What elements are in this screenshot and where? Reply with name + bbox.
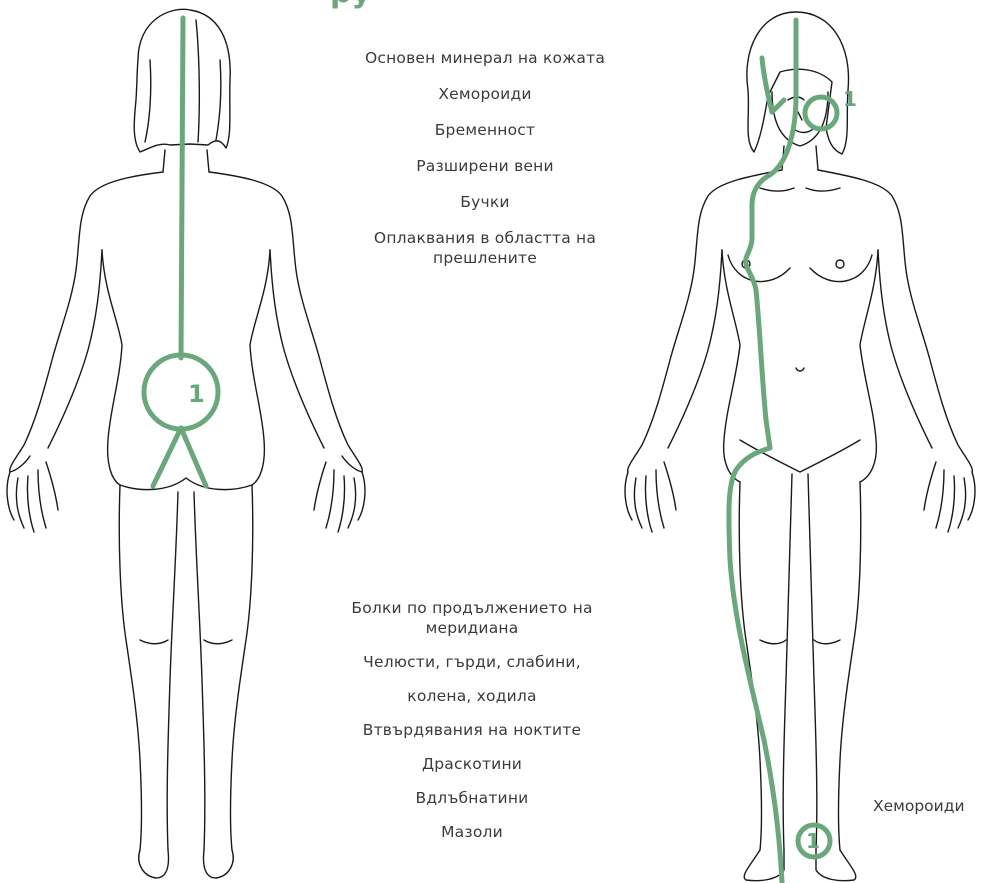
bottom-symptom-list: Болки по продължението на меридиана Челю… — [322, 598, 622, 856]
face-marker-label: 1 — [843, 87, 857, 111]
list-item: Мазоли — [322, 822, 622, 856]
list-item: Челюсти, гърди, слабини, — [322, 652, 622, 686]
partial-title: ру — [330, 0, 371, 10]
list-item: Вдлъбнатини — [322, 788, 622, 822]
list-item: Бременност — [335, 120, 635, 156]
list-item: Втвърдявания на ноктите — [322, 720, 622, 754]
back-meridian — [144, 18, 218, 486]
list-item: Хемороиди — [335, 84, 635, 120]
front-meridian — [729, 20, 837, 883]
list-item: Драскотини — [322, 754, 622, 788]
top-symptom-list: Основен минерал на кожата Хемороиди Брем… — [335, 48, 635, 268]
list-item: колена, ходила — [322, 686, 622, 720]
list-item: Оплаквания в областта на прешлените — [355, 228, 615, 268]
list-item: Болки по продължението на меридиана — [337, 598, 607, 638]
front-figure — [625, 12, 975, 881]
list-item: Бучки — [335, 192, 635, 228]
back-marker-label: 1 — [188, 380, 205, 408]
list-item: Основен минерал на кожата — [335, 48, 635, 84]
list-item: Разширени вени — [335, 156, 635, 192]
feet-label: Хемороиди — [873, 797, 965, 815]
foot-marker-label: 1 — [806, 829, 820, 853]
